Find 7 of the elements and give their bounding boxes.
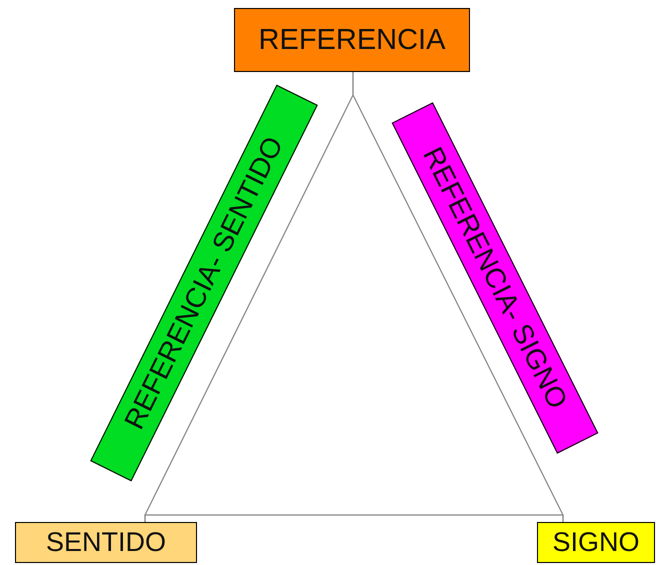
triangle-side <box>144 514 564 522</box>
node-label: SIGNO <box>552 527 640 558</box>
concept-box <box>537 522 655 563</box>
concept-box <box>234 8 470 72</box>
node-label: REFERENCIA <box>258 24 446 56</box>
node-label: SENTIDO <box>46 527 166 558</box>
concept-box <box>15 522 197 563</box>
